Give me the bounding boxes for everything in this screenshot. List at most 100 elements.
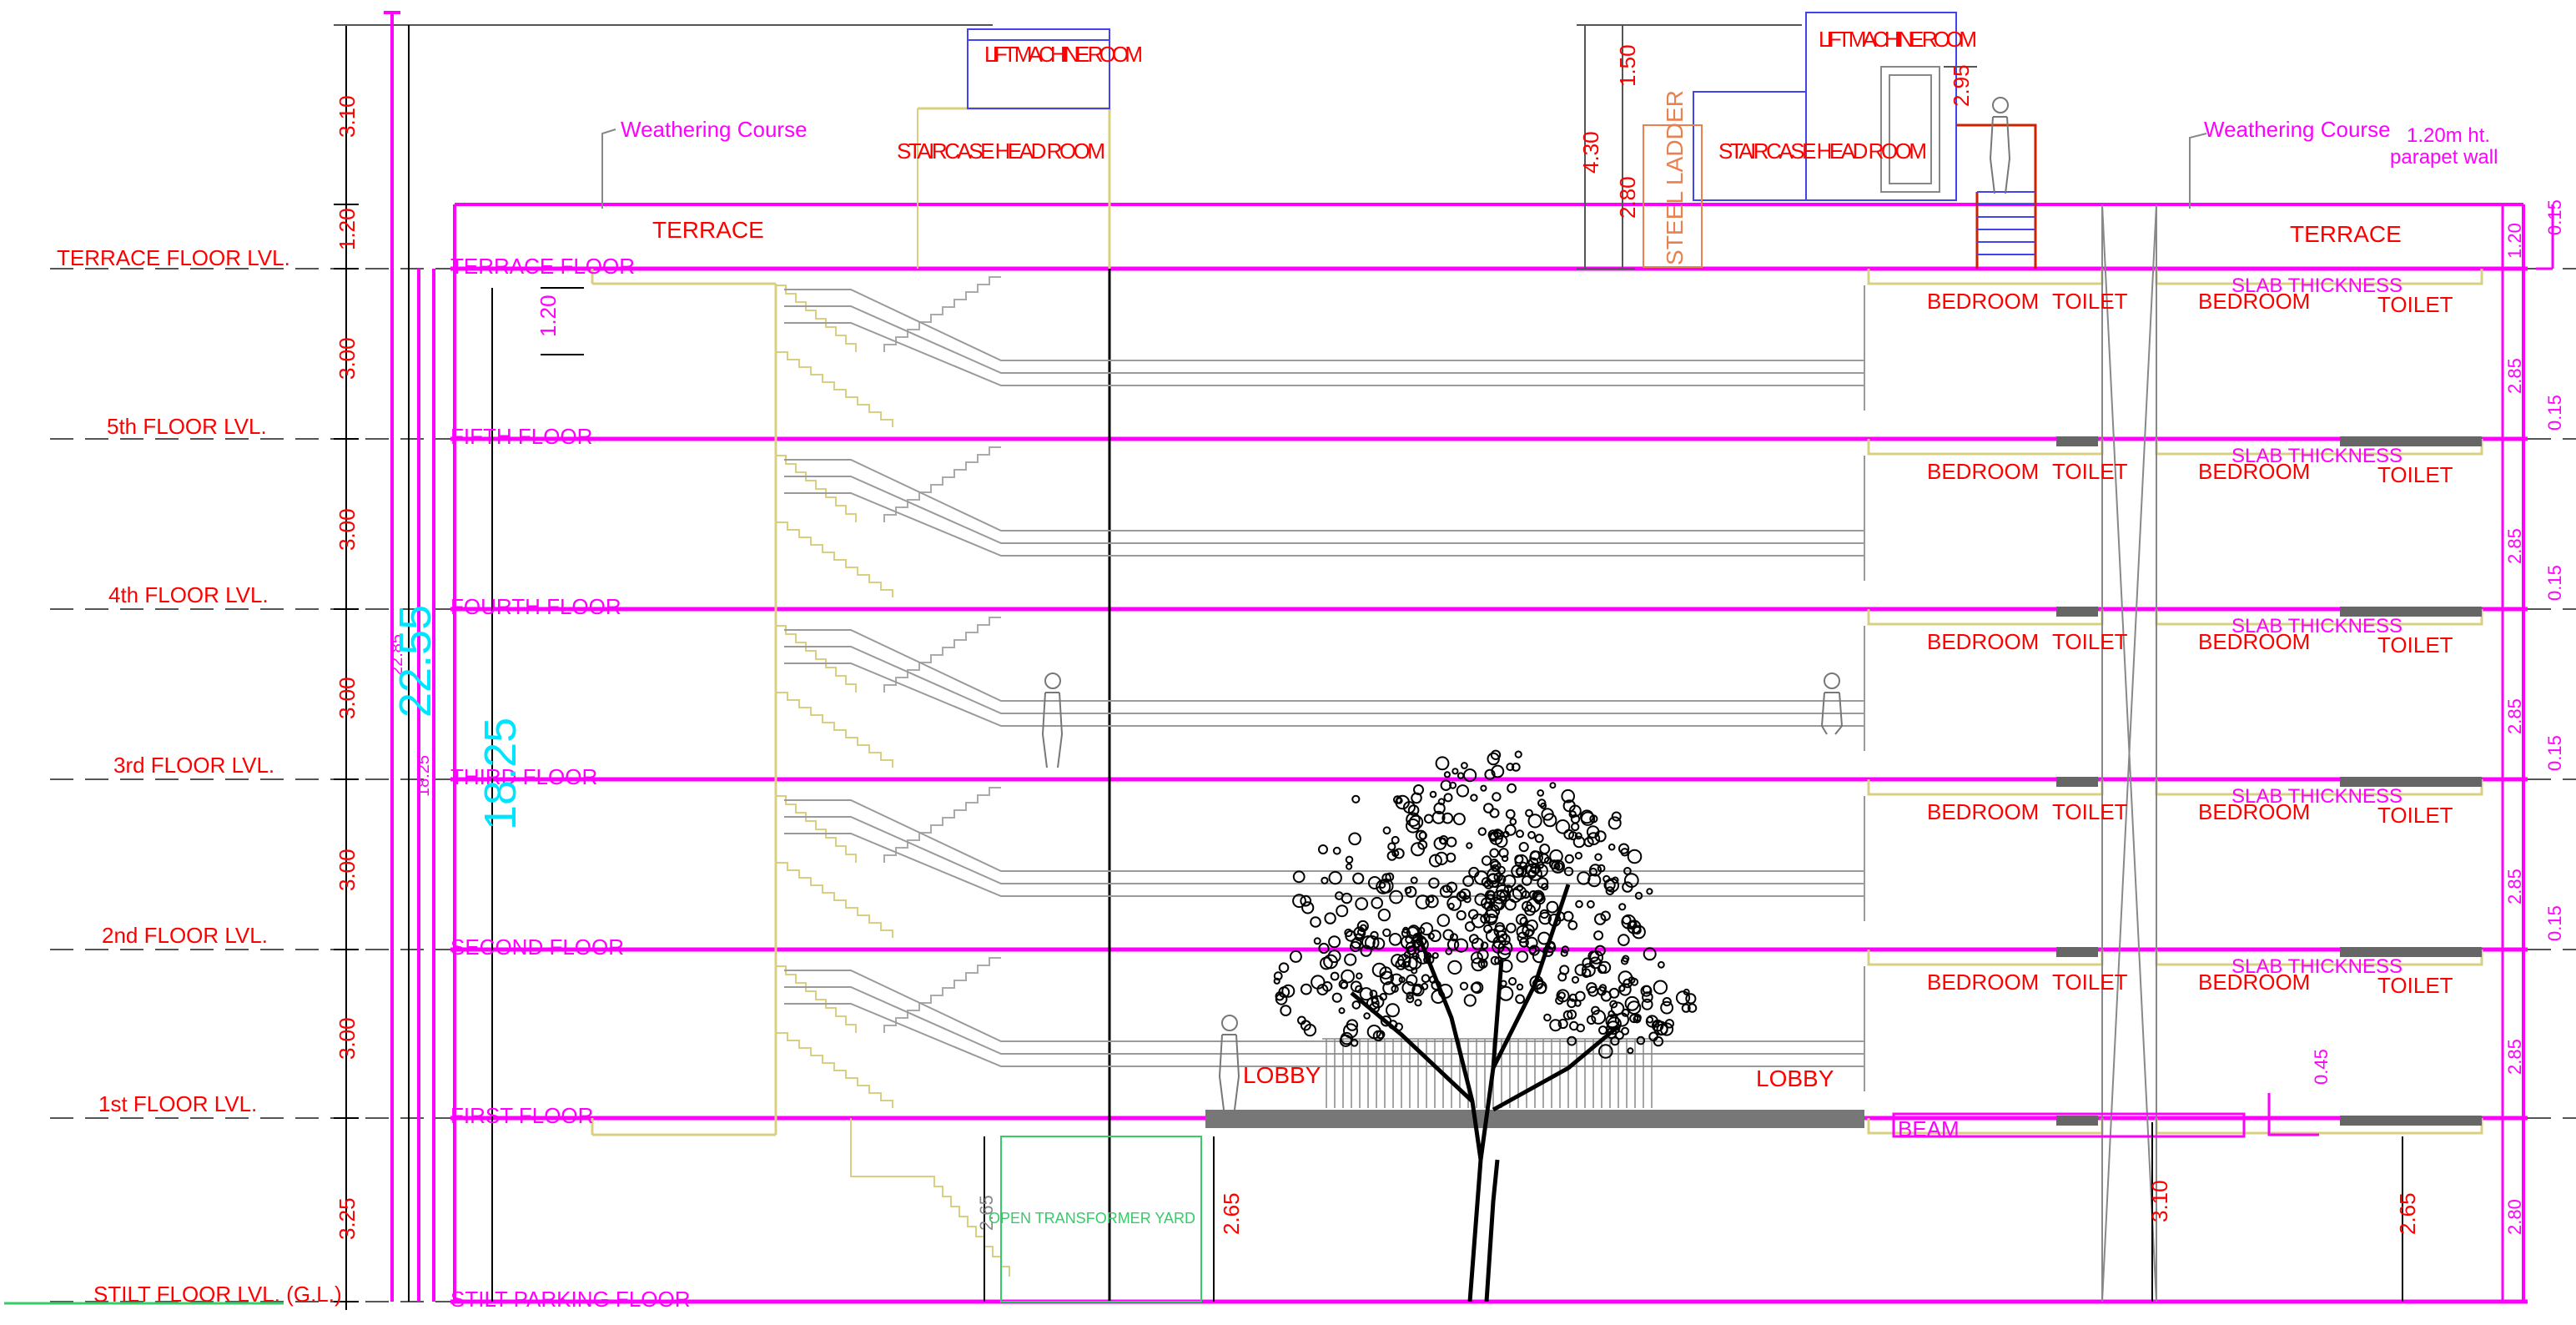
left-dimension-chain (334, 24, 993, 1310)
transformer-yard-label: OPEN TRANSFORMER YARD (989, 1210, 1195, 1227)
leaf (1471, 957, 1486, 972)
leaf (1377, 908, 1391, 922)
leaf (1598, 984, 1607, 992)
leaf (1300, 983, 1312, 995)
leaf (1481, 877, 1492, 888)
leaf (1486, 904, 1501, 919)
leaf (1498, 985, 1514, 1001)
corridor-line (784, 492, 1864, 557)
tree-illustration (1273, 749, 1698, 1302)
leaf (1345, 930, 1357, 942)
leaf (1653, 980, 1668, 995)
leaf (1594, 945, 1606, 957)
leaf (1602, 874, 1611, 884)
leaf (1402, 956, 1418, 971)
lift-machine-room-right (1693, 12, 1957, 201)
leaf (1607, 816, 1622, 830)
leaf (1567, 998, 1577, 1009)
leaf (1632, 924, 1646, 940)
leaf (1483, 803, 1494, 814)
leaf (1594, 853, 1602, 861)
leaf (1345, 855, 1354, 864)
leaf (1410, 876, 1418, 884)
leaf (1528, 945, 1540, 956)
weathering-course-right: Weathering Course (2204, 117, 2391, 142)
leaf (1525, 863, 1540, 878)
staircase-head-room-right: STAIRCASE HEAD ROOM (1718, 139, 1927, 164)
slab-thickness-label: SLAB THICKNESS (2231, 615, 2402, 637)
leaf (1586, 982, 1597, 994)
leaf (1406, 812, 1421, 827)
level-dash-lines (50, 268, 2576, 1302)
lobby-label-left: LOBBY (1243, 1062, 1321, 1088)
leaf (1492, 829, 1502, 839)
leaf (1507, 783, 1517, 793)
leaf (1653, 1035, 1664, 1047)
leaf (1562, 1010, 1573, 1020)
leaf (1395, 959, 1406, 970)
leaf (1386, 1003, 1400, 1018)
leaf (1555, 819, 1571, 834)
slab-thickness-label: SLAB THICKNESS (2231, 785, 2402, 808)
leaf (1581, 968, 1592, 978)
leaf (1313, 937, 1321, 945)
leaf (1490, 749, 1502, 760)
roof-stair (1956, 123, 2037, 269)
leaf (1428, 877, 1440, 889)
floor-name-third: THIRD FLOOR (450, 764, 597, 789)
leaf (1496, 930, 1508, 943)
leaf (1492, 792, 1502, 802)
bedroom-label-b: BEDROOM (2198, 289, 2310, 314)
leaf (1330, 971, 1340, 981)
leaf (1441, 812, 1454, 824)
stair-flight-upper (883, 957, 1001, 1033)
bedroom-label-b: BEDROOM (2198, 970, 2310, 995)
dim-left-300-e: 3.00 (335, 1017, 360, 1060)
level-label-5th: 5th FLOOR LVL. (107, 414, 267, 439)
leaf (1529, 850, 1541, 861)
leaf (1389, 889, 1403, 904)
leaf (1627, 919, 1642, 935)
leaf (1557, 972, 1567, 982)
leaf (1489, 848, 1499, 859)
leaf (1300, 1020, 1311, 1031)
leaf (1382, 980, 1396, 995)
leaf (1387, 842, 1396, 851)
leaf (1371, 962, 1387, 978)
leaf (1497, 940, 1513, 955)
leaf (1346, 1019, 1359, 1031)
leaf (1431, 990, 1446, 1004)
lobby-railing (1322, 1038, 1656, 1108)
corridor-line (784, 1003, 1864, 1067)
terrace-label-right: TERRACE (2290, 221, 2402, 247)
leaf (1398, 976, 1406, 984)
leaf (1366, 1025, 1381, 1040)
leaf (1408, 814, 1424, 830)
leaf (1634, 891, 1643, 900)
leaf (1421, 974, 1431, 983)
leaf (1420, 922, 1434, 936)
leaf (1453, 938, 1469, 953)
floor-name-fourth: FOURTH FLOOR (450, 594, 621, 619)
leaf (1435, 756, 1450, 771)
leaf (1549, 849, 1563, 864)
leaf (1328, 870, 1342, 885)
leaf (1553, 863, 1561, 870)
leaf (1618, 934, 1630, 946)
room-ledge (1867, 269, 2104, 285)
leaf (1662, 997, 1672, 1007)
leaf (1446, 895, 1462, 911)
leaf (1415, 894, 1431, 909)
stilt-dim-left: 2.65 (976, 1195, 997, 1231)
leaf (1525, 936, 1538, 950)
corridor-line (784, 629, 1864, 702)
leaf (1429, 790, 1437, 799)
leaf (1618, 843, 1630, 854)
dim-left-300-a: 3.00 (335, 337, 360, 380)
dim-left-300-c: 3.00 (335, 677, 360, 719)
leaf (1429, 930, 1441, 942)
corridor-line (784, 289, 1864, 361)
leaf (1473, 870, 1489, 885)
slab-hatch (2340, 947, 2482, 957)
